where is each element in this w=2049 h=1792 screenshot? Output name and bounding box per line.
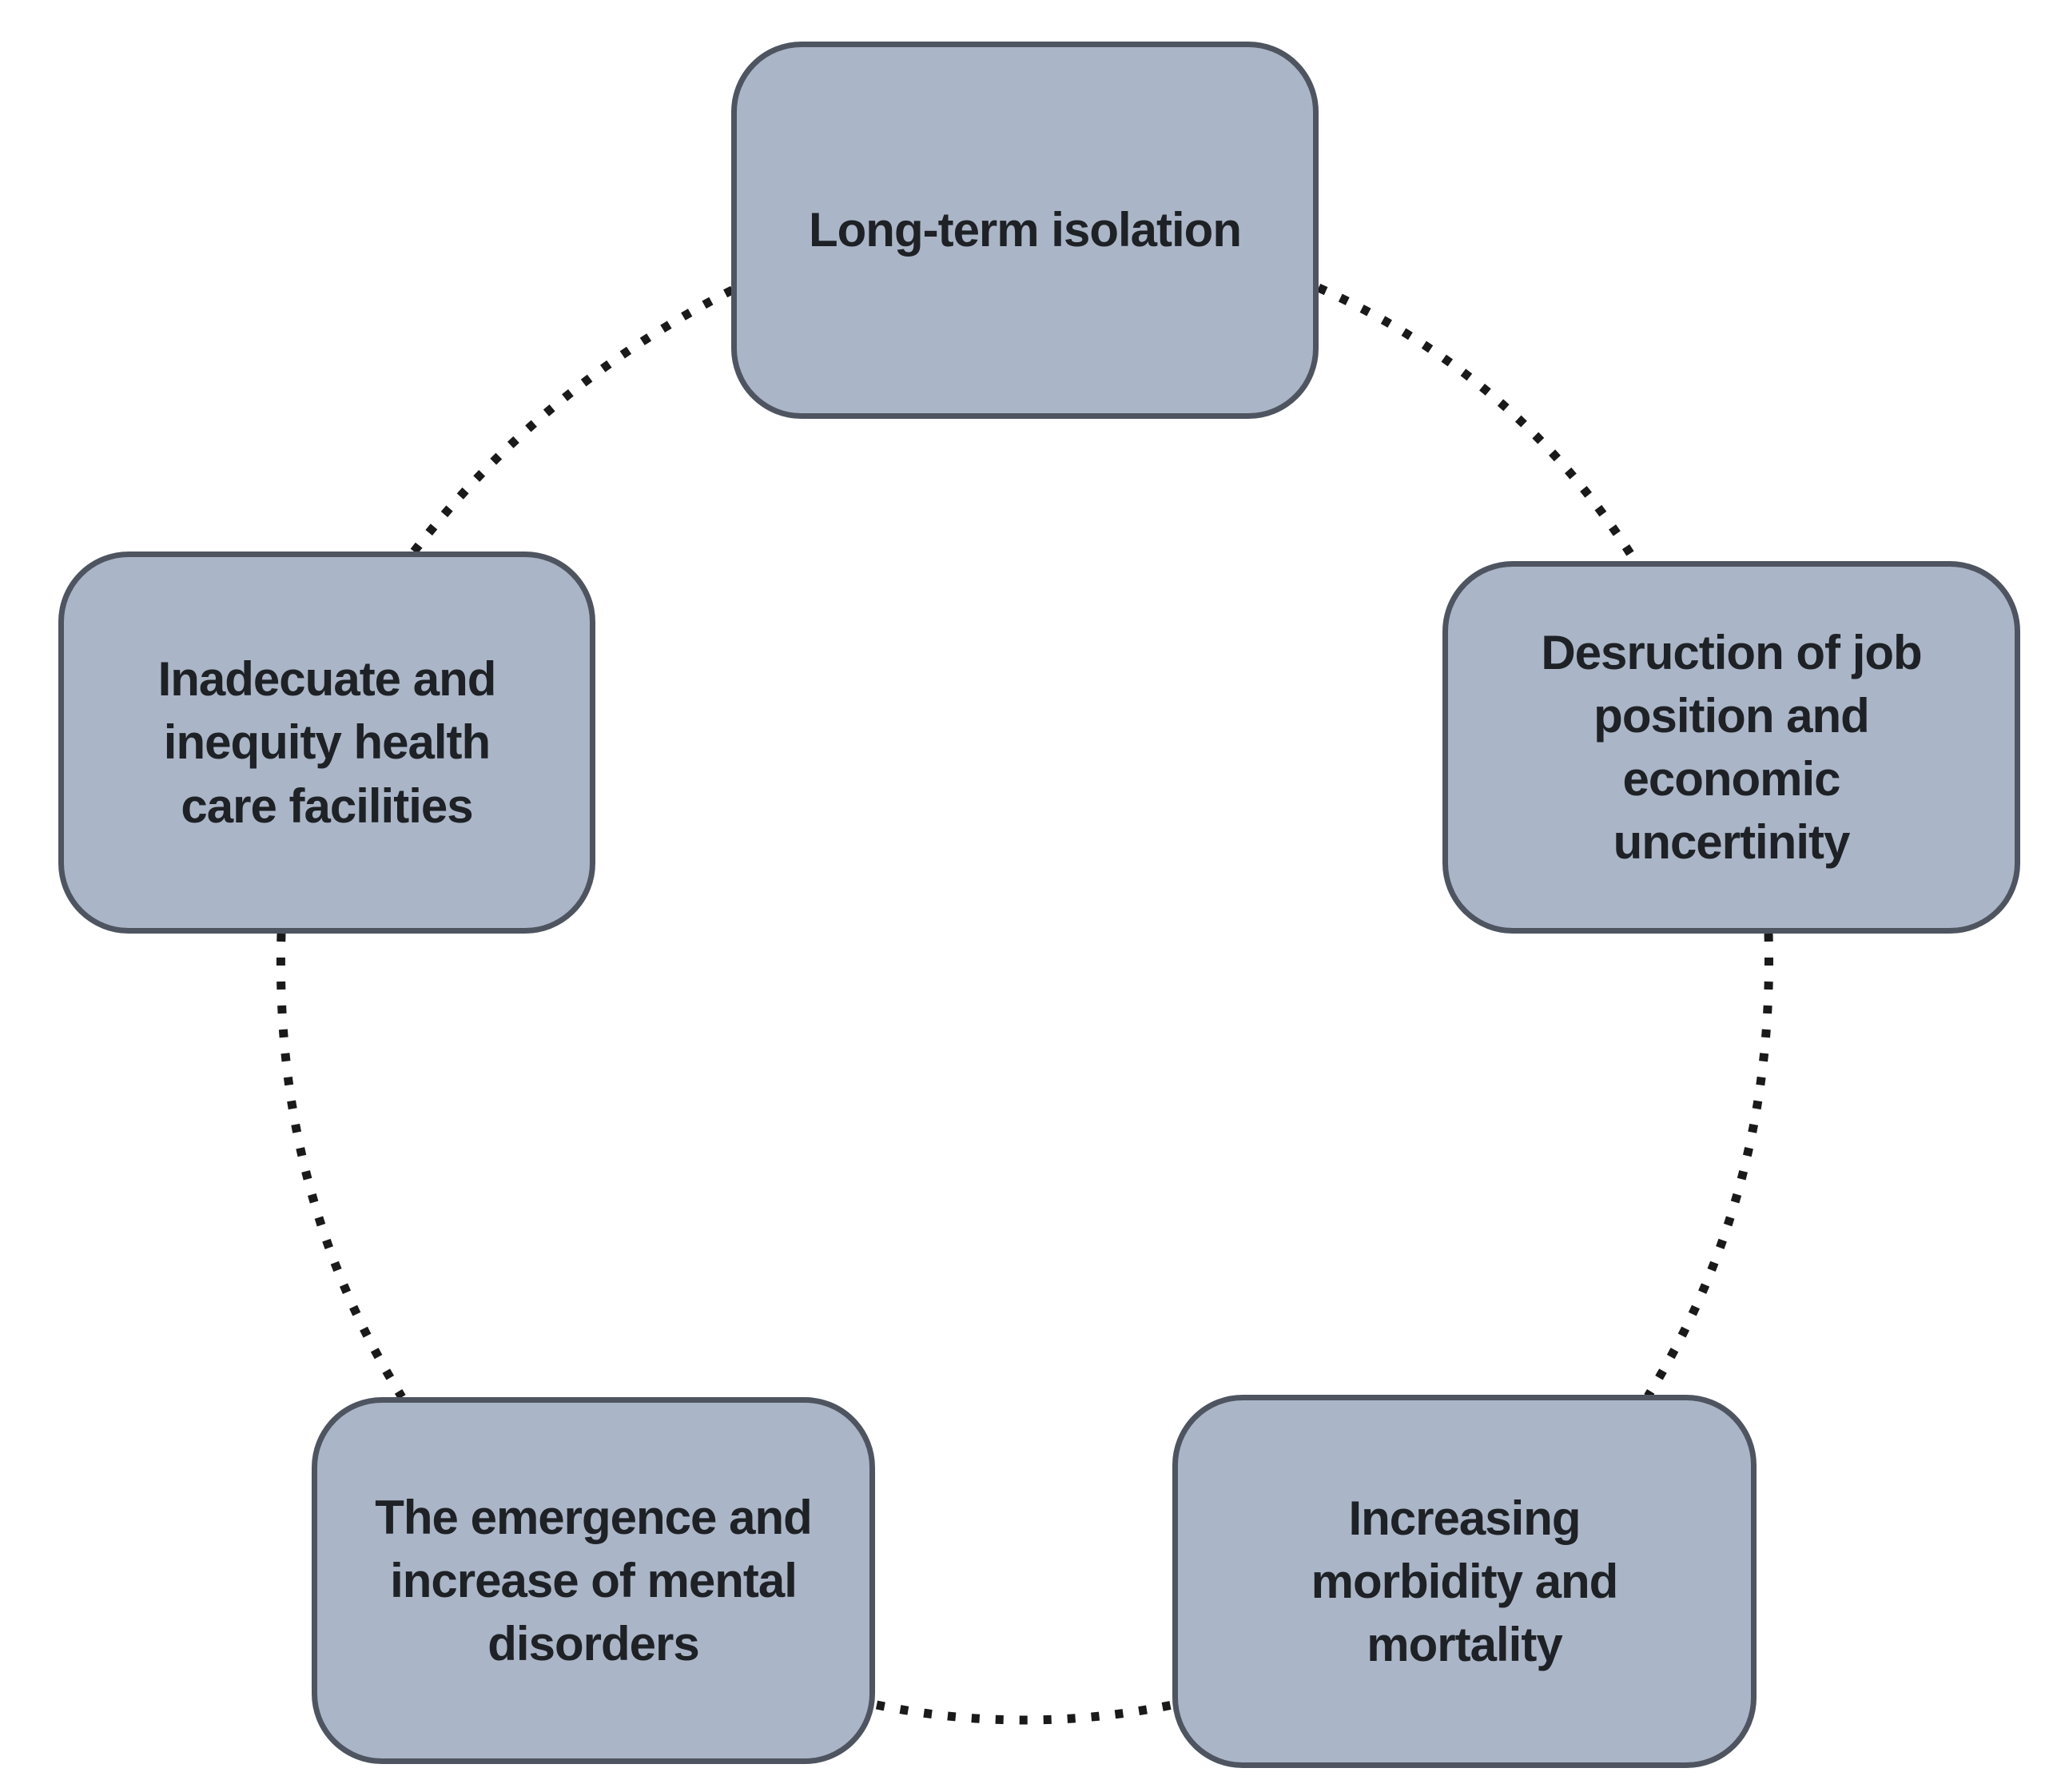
connector-right-to-bottom-right: [1644, 933, 1773, 1399]
node-increasing-morbidity-mortality: Increasing morbidity and mortality: [1172, 1395, 1757, 1768]
node-label-health-care: Inadecuate and inequity health care faci…: [157, 652, 497, 833]
node-label-mental-disorders: The emergence and increase of mental dis…: [375, 1490, 813, 1671]
node-emergence-mental-disorders: The emergence and increase of mental dis…: [312, 1397, 875, 1764]
node-inadequate-health-care: Inadecuate and inequity health care faci…: [58, 552, 595, 934]
node-label-morbidity-mortality: Increasing morbidity and mortality: [1311, 1491, 1619, 1672]
connector-left-to-bottom-left: [276, 933, 406, 1400]
connector-left-to-top: [410, 284, 739, 555]
node-label-long-term-isolation: Long-term isolation: [809, 203, 1242, 257]
node-job-destruction-economic-uncertainty: Desruction of job position and economic …: [1442, 561, 2020, 934]
connector-bottom-left-to-bottom-right: [875, 1700, 1174, 1725]
node-label-job-destruction: Desruction of job position and economic …: [1541, 625, 1922, 870]
connector-top-to-right: [1316, 283, 1639, 563]
node-long-term-isolation: Long-term isolation: [731, 42, 1319, 419]
